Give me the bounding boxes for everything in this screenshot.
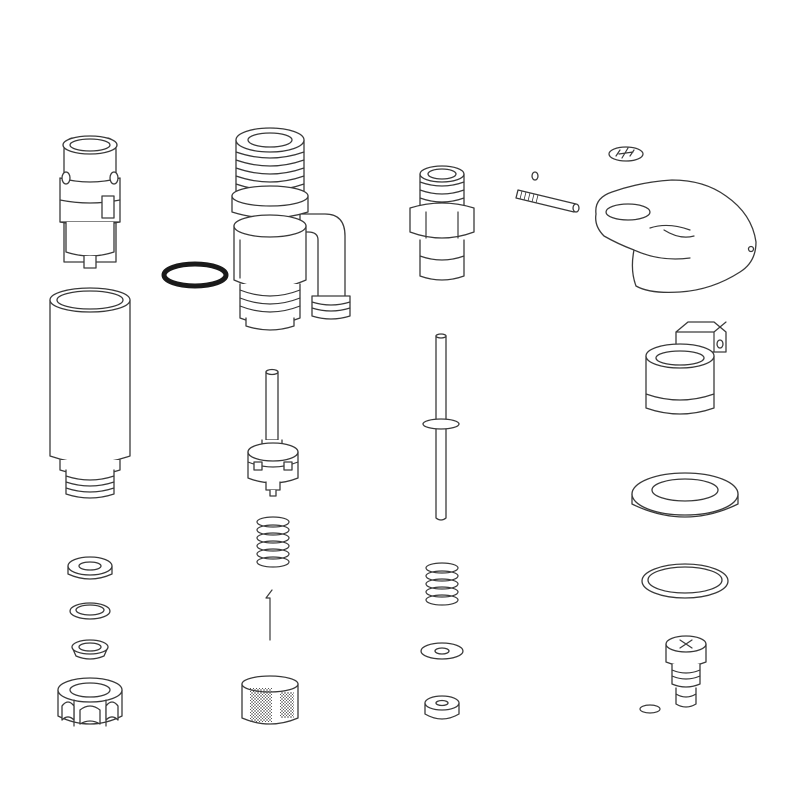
spring-1: [256, 516, 290, 568]
compression-nut: [57, 677, 123, 727]
set-screw: [531, 171, 539, 181]
handle-cap: [595, 179, 757, 294]
valve-body: [231, 127, 351, 331]
handle-base: [645, 321, 727, 415]
small-clip: [639, 704, 661, 714]
flat-washer-1: [67, 556, 113, 580]
handle-logo: [608, 146, 644, 162]
aerator-insert: [665, 635, 707, 708]
threaded-adapter: [409, 165, 475, 281]
pin-threaded: [515, 189, 580, 213]
rubber-seal: [424, 695, 460, 720]
spring-2: [425, 562, 459, 606]
compression-ring: [71, 639, 109, 660]
washer-small: [420, 642, 464, 660]
wire-pin: [265, 589, 273, 641]
escutcheon: [631, 472, 739, 518]
o-ring-large: [161, 261, 229, 289]
valve-stem: [247, 368, 299, 497]
filter-sleeve: [241, 675, 299, 725]
cartridge-top: [59, 135, 121, 269]
flat-washer-2: [69, 602, 111, 620]
push-rod: [422, 333, 460, 521]
extension-tube: [49, 287, 131, 499]
gasket-ring: [641, 563, 729, 599]
